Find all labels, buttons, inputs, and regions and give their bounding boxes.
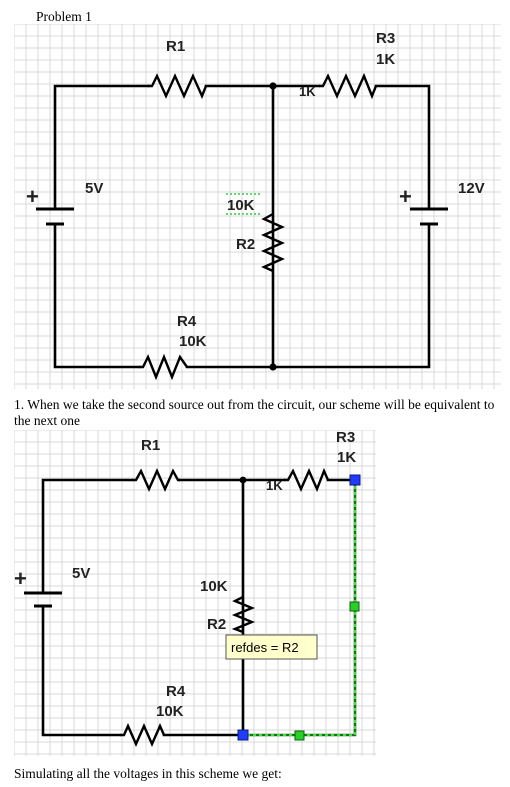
schematic-1-r2-name: R2 xyxy=(236,236,255,253)
schematic-2-source-left-plus: + xyxy=(14,566,27,591)
schematic-2-handle-mid-vertical[interactable] xyxy=(349,601,360,612)
schematic-1-r3-resistor[interactable] xyxy=(319,72,378,100)
schematic-2-grid xyxy=(14,430,376,756)
schematic-1-r3-name: R3 xyxy=(376,30,395,47)
schematic-2-source-left[interactable] xyxy=(24,591,62,608)
schematic-2-selected-wire[interactable] xyxy=(243,480,357,737)
schematic-2-r3-resistor[interactable] xyxy=(284,467,330,493)
schematic-1-r2-resistor[interactable] xyxy=(261,212,285,273)
schematic-2-r2-resistor[interactable] xyxy=(231,595,256,634)
schematic-1-junction-top xyxy=(269,82,277,90)
problem-title: Problem 1 xyxy=(36,9,92,24)
schematic-1-r3-value: 1K xyxy=(376,51,395,68)
schematic-2-r2-value: 10K xyxy=(200,578,228,595)
schematic-2-handle-mid-horizontal[interactable] xyxy=(294,730,305,741)
schematic-2-r1-name: R1 xyxy=(141,437,160,454)
schematic-1-r2-value: 10K xyxy=(227,197,255,214)
paragraph-1: 1. When we take the second source out fr… xyxy=(14,397,495,428)
schematic-2-r4-value: 10K xyxy=(156,703,184,720)
schematic-2-r3-value: 1K xyxy=(337,449,356,466)
schematic-2-r3-overlap-label: 1K xyxy=(266,478,283,493)
schematic-1-source-left-value: 5V xyxy=(85,180,103,197)
schematic-1-source-right-plus: + xyxy=(399,184,412,209)
schematic-2-handle-bottom-left[interactable] xyxy=(237,729,249,741)
schematic-1-junction-bottom xyxy=(269,363,277,371)
schematic-1-source-left-plus: + xyxy=(26,184,39,209)
schematic-2-r2-name: R2 xyxy=(207,616,226,633)
schematic-2-r3-name: R3 xyxy=(336,430,355,446)
schematic-2: R1 R3 1K 1K R4 10K 10K R2 5V + refdes = … xyxy=(14,430,376,756)
schematic-2-r4-resistor[interactable] xyxy=(120,723,166,747)
schematic-1-r4-name: R4 xyxy=(177,313,197,330)
schematic-1-r1-name: R1 xyxy=(166,38,185,55)
paragraph-2: Simulating all the voltages in this sche… xyxy=(14,766,282,781)
schematic-2-tooltip: refdes = R2 xyxy=(225,634,318,660)
schematic-1-source-right-value: 12V xyxy=(458,180,485,197)
schematic-2-junction-top xyxy=(239,476,247,484)
schematic-1: R1 R3 1K 1K R4 10K 10K R2 5V + 12V + xyxy=(14,24,501,389)
schematic-1-source-right[interactable] xyxy=(410,207,448,226)
schematic-2-tooltip-text: refdes = R2 xyxy=(231,640,299,655)
schematic-1-r3-overlap-label: 1K xyxy=(299,84,316,99)
schematic-2-r1-resistor[interactable] xyxy=(132,468,180,492)
schematic-1-r1-resistor[interactable] xyxy=(148,73,208,100)
schematic-1-r4-value: 10K xyxy=(179,333,207,350)
schematic-2-source-left-value: 5V xyxy=(72,565,90,582)
schematic-2-handle-top-right[interactable] xyxy=(349,474,361,486)
schematic-1-r4-resistor[interactable] xyxy=(139,353,188,381)
schematic-1-source-left[interactable] xyxy=(36,207,74,226)
schematic-2-r4-name: R4 xyxy=(166,683,186,700)
